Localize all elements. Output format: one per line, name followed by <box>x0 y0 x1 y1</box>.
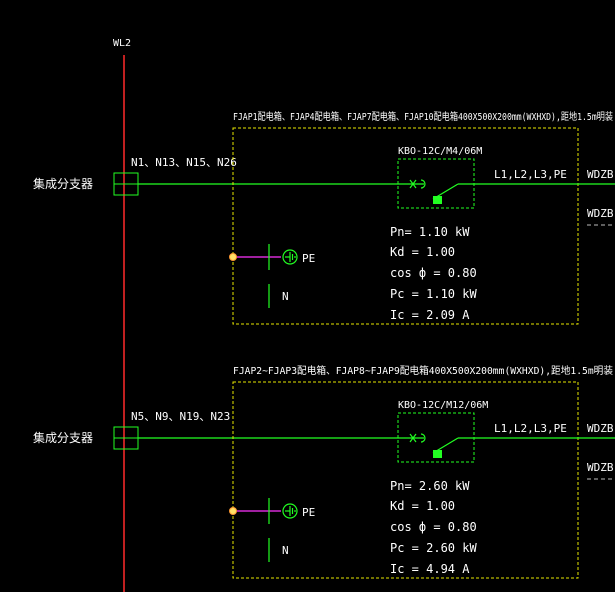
ground-icon <box>282 249 298 265</box>
pe-label: PE <box>302 252 315 265</box>
pe-node <box>229 507 237 515</box>
enclosure-box <box>232 127 579 325</box>
pe-label: PE <box>302 506 315 519</box>
outgoing-circuit-2: WDZB <box>587 461 614 474</box>
bus-label: WL2 <box>113 38 131 49</box>
enclosure-box <box>232 381 579 579</box>
kd-value: Kd = 1.00 <box>390 499 455 513</box>
pn-value: Pn= 2.60 kW <box>390 479 470 493</box>
phase-label: L1,L2,L3,PE <box>494 168 567 181</box>
node-list: N1、N13、N15、N26 <box>131 156 237 169</box>
ground-icon <box>282 503 298 519</box>
enclosure-title: FJAP1配电箱、FJAP4配电箱、FJAP7配电箱、FJAP10配电箱400X… <box>233 110 613 123</box>
phase-label: L1,L2,L3,PE <box>494 422 567 435</box>
pe-node <box>229 253 237 261</box>
breaker-model: KBO-12C/M4/06M <box>398 146 482 157</box>
n-label: N <box>282 544 289 557</box>
breaker-symbol <box>398 433 615 454</box>
outgoing-circuit-1: WDZB <box>587 422 614 435</box>
pc-value: Pc = 1.10 kW <box>390 287 477 301</box>
ic-value: Ic = 4.94 A <box>390 562 470 576</box>
node-list: N5、N9、N19、N23 <box>131 410 230 423</box>
outgoing-circuit-2: WDZB <box>587 207 614 220</box>
breaker-handle <box>433 450 442 458</box>
breaker-symbol <box>398 179 615 200</box>
panel-2: 集成分支器 N5、N9、N19、N23 FJAP2~FJAP3配电箱、FJAP8… <box>33 364 615 579</box>
branch-label: 集成分支器 <box>33 176 93 191</box>
cos-value: cos ф = 0.80 <box>390 266 477 280</box>
kd-value: Kd = 1.00 <box>390 245 455 259</box>
branch-label: 集成分支器 <box>33 430 93 445</box>
enclosure-title: FJAP2~FJAP3配电箱、FJAP8~FJAP9配电箱400X500X200… <box>233 364 613 377</box>
outgoing-circuit-1: WDZB <box>587 168 614 181</box>
n-label: N <box>282 290 289 303</box>
panel-1: 集成分支器 N1、N13、N15、N26 FJAP1配电箱、FJAP4配电箱、F… <box>33 110 615 325</box>
breaker-handle <box>433 196 442 204</box>
cos-value: cos ф = 0.80 <box>390 520 477 534</box>
ic-value: Ic = 2.09 A <box>390 308 470 322</box>
pn-value: Pn= 1.10 kW <box>390 225 470 239</box>
breaker-model: KBO-12C/M12/06M <box>398 400 488 411</box>
pc-value: Pc = 2.60 kW <box>390 541 477 555</box>
